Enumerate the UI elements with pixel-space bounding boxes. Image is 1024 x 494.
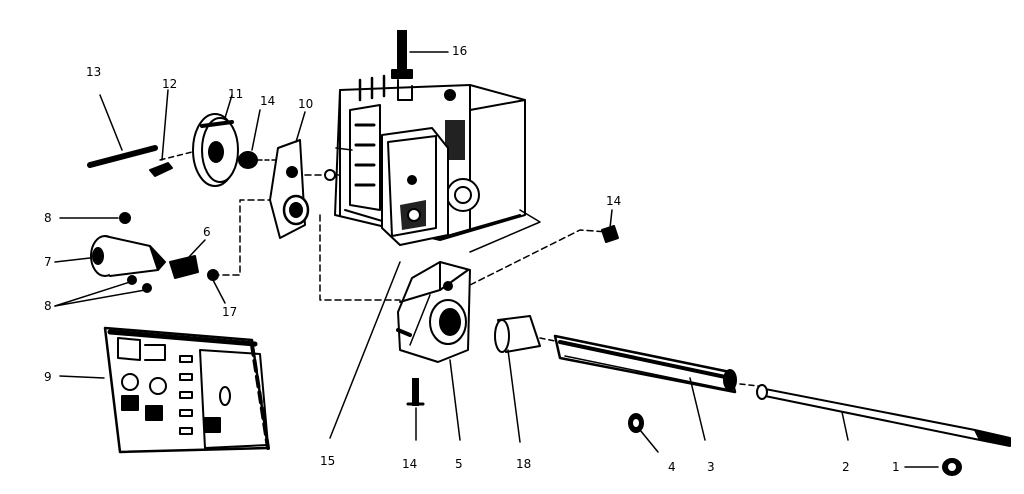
screws-lower [54, 275, 152, 307]
callout-16: 16 [452, 44, 468, 58]
callout-14-upper: 14 [260, 94, 276, 108]
bearing-block [396, 229, 609, 441]
end-ring [904, 458, 962, 476]
callout-4: 4 [668, 460, 676, 474]
callout-6: 6 [203, 225, 211, 239]
small-clip [149, 89, 201, 177]
small-screw [207, 199, 401, 304]
callout-18: 18 [516, 457, 532, 471]
callout-10: 10 [298, 97, 314, 111]
callout-8-upper: 8 [44, 211, 52, 225]
front-plate [381, 127, 449, 246]
main-shaft [553, 334, 759, 441]
callout-7: 7 [44, 255, 52, 269]
callout-14-lower: 14 [402, 457, 418, 471]
washer [628, 413, 659, 453]
callout-15: 15 [320, 454, 336, 468]
cam-gear [192, 94, 239, 187]
callout-12: 12 [162, 77, 178, 91]
callout-17: 17 [222, 305, 238, 319]
callout-8-lower: 8 [44, 299, 52, 313]
dial-faceplate [59, 326, 270, 454]
knob-shaft [54, 235, 166, 277]
callout-13: 13 [86, 65, 102, 79]
callout-14-right: 14 [606, 194, 622, 208]
bushing-upper [238, 109, 279, 169]
callout-1: 1 [892, 460, 900, 474]
callout-11: 11 [228, 87, 244, 101]
callout-2: 2 [842, 460, 850, 474]
callout-9: 9 [44, 370, 52, 384]
coupler [169, 239, 206, 279]
screw-lower [406, 378, 425, 441]
callout-3: 3 [707, 460, 715, 474]
screw-right [601, 209, 619, 243]
callout-5: 5 [455, 457, 463, 471]
spring-rod [87, 94, 158, 168]
sleeve [494, 315, 561, 443]
leader-15 [329, 261, 401, 439]
bracket [269, 111, 341, 239]
long-rod [756, 384, 1011, 447]
screw-upper [59, 212, 131, 224]
terminal-screw [391, 30, 449, 79]
